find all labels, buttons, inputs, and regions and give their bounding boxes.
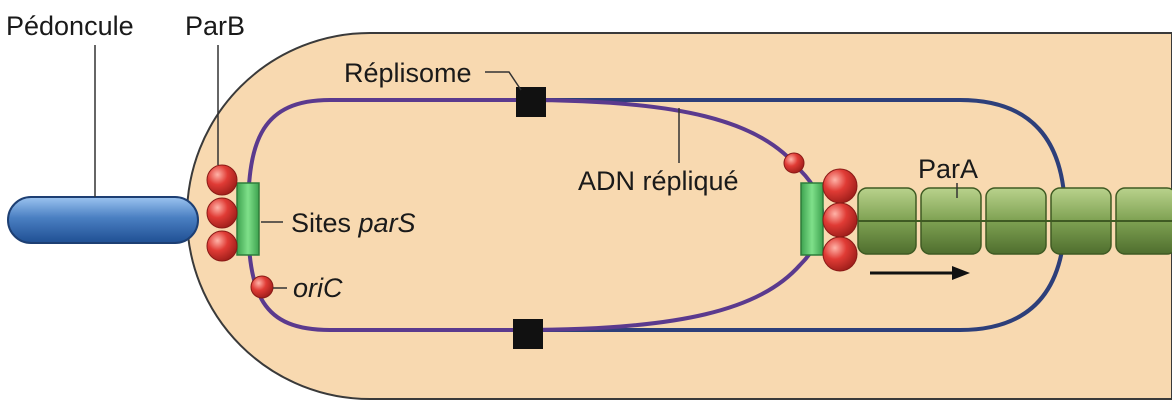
label-parb: ParB	[185, 11, 245, 41]
pars-site-right	[800, 182, 824, 256]
para-filament	[857, 187, 1172, 255]
leader-replisome	[485, 71, 522, 91]
label-adn-replique: ADN répliqué	[578, 166, 739, 196]
label-sites-italic: parS	[358, 208, 416, 238]
oric-sphere-right	[783, 152, 805, 174]
pars-site-left	[236, 182, 260, 256]
stalk	[7, 196, 199, 244]
direction-arrow	[870, 266, 970, 280]
label-replisome: Réplisome	[344, 58, 472, 88]
replisome-top	[516, 87, 546, 117]
oric-sphere-left	[250, 275, 274, 299]
replisome-bottom	[513, 319, 543, 349]
label-pedoncule: Pédoncule	[6, 11, 134, 41]
label-sites-prefix: Sites	[291, 208, 359, 238]
parb-cluster-right	[822, 168, 858, 272]
label-sites-pars: Sites parS	[291, 208, 416, 238]
label-oric: oriC	[293, 273, 343, 303]
parb-cluster-left	[206, 164, 238, 262]
label-para: ParA	[918, 154, 978, 184]
